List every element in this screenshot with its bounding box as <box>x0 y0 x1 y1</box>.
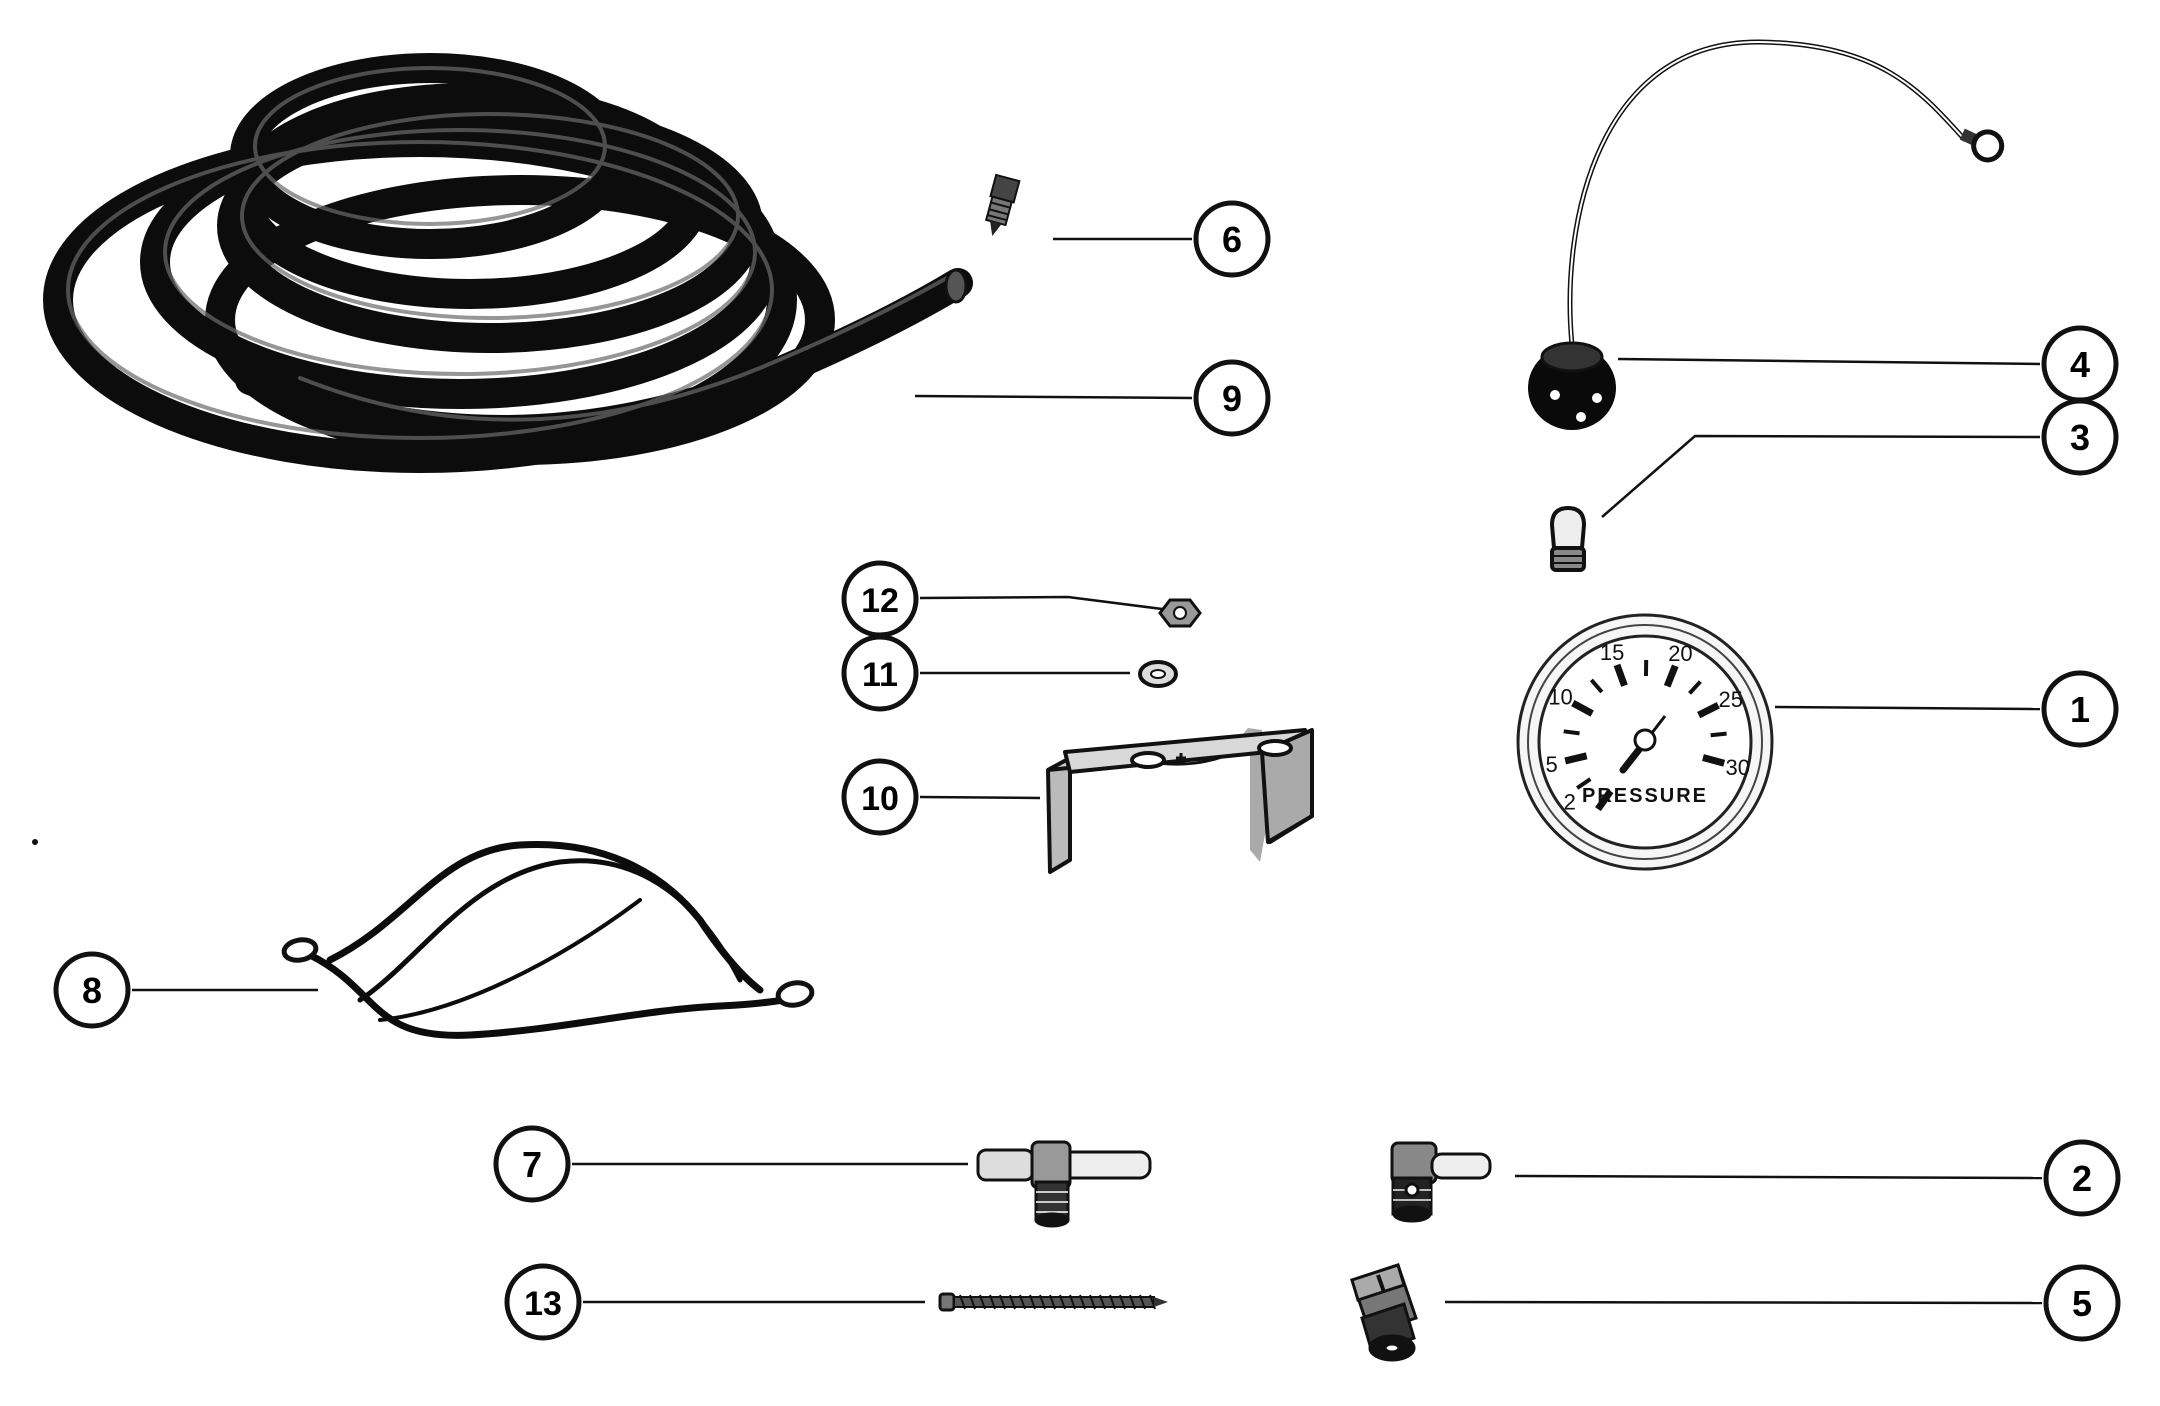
leader-line-2 <box>1515 1176 2042 1178</box>
scan-speck <box>32 839 38 845</box>
mounting-bracket <box>1048 728 1312 872</box>
callout-13-label: 13 <box>524 1285 562 1323</box>
bulb <box>1552 508 1584 570</box>
leader-line-12 <box>920 597 1170 610</box>
callout-11-label: 11 <box>862 656 898 694</box>
leader-line-3 <box>1602 436 2040 517</box>
hose-fitting <box>981 175 1020 239</box>
callout-6-label: 6 <box>1222 219 1242 260</box>
callout-8-label: 8 <box>82 970 102 1011</box>
pressure-gauge: 25 10 15 20 25 30 PRESSURE <box>1518 615 1772 869</box>
callout-8: 8 <box>56 954 128 1026</box>
leader-line-9 <box>915 396 1192 398</box>
leader-line-4 <box>1618 359 2040 364</box>
callout-4-label: 4 <box>2070 344 2090 385</box>
callout-3-label: 3 <box>2070 417 2090 458</box>
callout-7-label: 7 <box>522 1144 542 1185</box>
leader-line-5 <box>1445 1302 2042 1303</box>
callout-12: 12 <box>844 563 916 635</box>
gauge-scale-label: 10 <box>1548 684 1572 709</box>
gauge-scale-label: 2 <box>1564 790 1576 815</box>
gauge-scale-label: 30 <box>1725 755 1749 780</box>
washer <box>1140 662 1176 686</box>
callout-4: 4 <box>2044 328 2116 400</box>
tee-fitting <box>978 1142 1150 1226</box>
gauge-tick <box>1711 734 1727 736</box>
gauge-hub <box>1635 730 1655 750</box>
ground-wire <box>283 844 814 1035</box>
callout-6: 6 <box>1196 203 1268 275</box>
callout-3: 3 <box>2044 401 2116 473</box>
gauge-scale-label: 20 <box>1668 641 1692 666</box>
callout-2: 2 <box>2046 1142 2118 1214</box>
callout-2-label: 2 <box>2072 1158 2092 1199</box>
callout-10: 10 <box>844 761 916 833</box>
nut <box>1160 600 1200 626</box>
callout-5: 5 <box>2046 1267 2118 1339</box>
callout-7: 7 <box>496 1128 568 1200</box>
callout-9: 9 <box>1196 362 1268 434</box>
leader-line-10 <box>920 797 1040 798</box>
callout-1: 1 <box>2044 673 2116 745</box>
callout-11: 11 <box>844 637 916 709</box>
lamp-socket-with-wire <box>1528 42 2006 430</box>
elbow-fitting <box>1392 1143 1490 1221</box>
callout-5-label: 5 <box>2072 1283 2092 1324</box>
callout-10-label: 10 <box>861 780 899 818</box>
gauge-tick <box>1564 731 1580 733</box>
gauge-title: PRESSURE <box>1582 785 1708 807</box>
callout-13: 13 <box>507 1266 579 1338</box>
gauge-scale-label: 25 <box>1719 687 1743 712</box>
gauge-tick <box>1565 756 1586 761</box>
gauge-scale-label: 5 <box>1545 752 1557 777</box>
leader-line-1 <box>1775 707 2040 709</box>
connector-fitting <box>1352 1265 1416 1360</box>
callout-12-label: 12 <box>861 582 899 620</box>
gauge-scale-label: 15 <box>1600 640 1624 665</box>
screw <box>940 1294 1168 1310</box>
callout-9-label: 9 <box>1222 378 1242 419</box>
coiled-hose <box>58 68 966 458</box>
callout-1-label: 1 <box>2070 689 2090 730</box>
